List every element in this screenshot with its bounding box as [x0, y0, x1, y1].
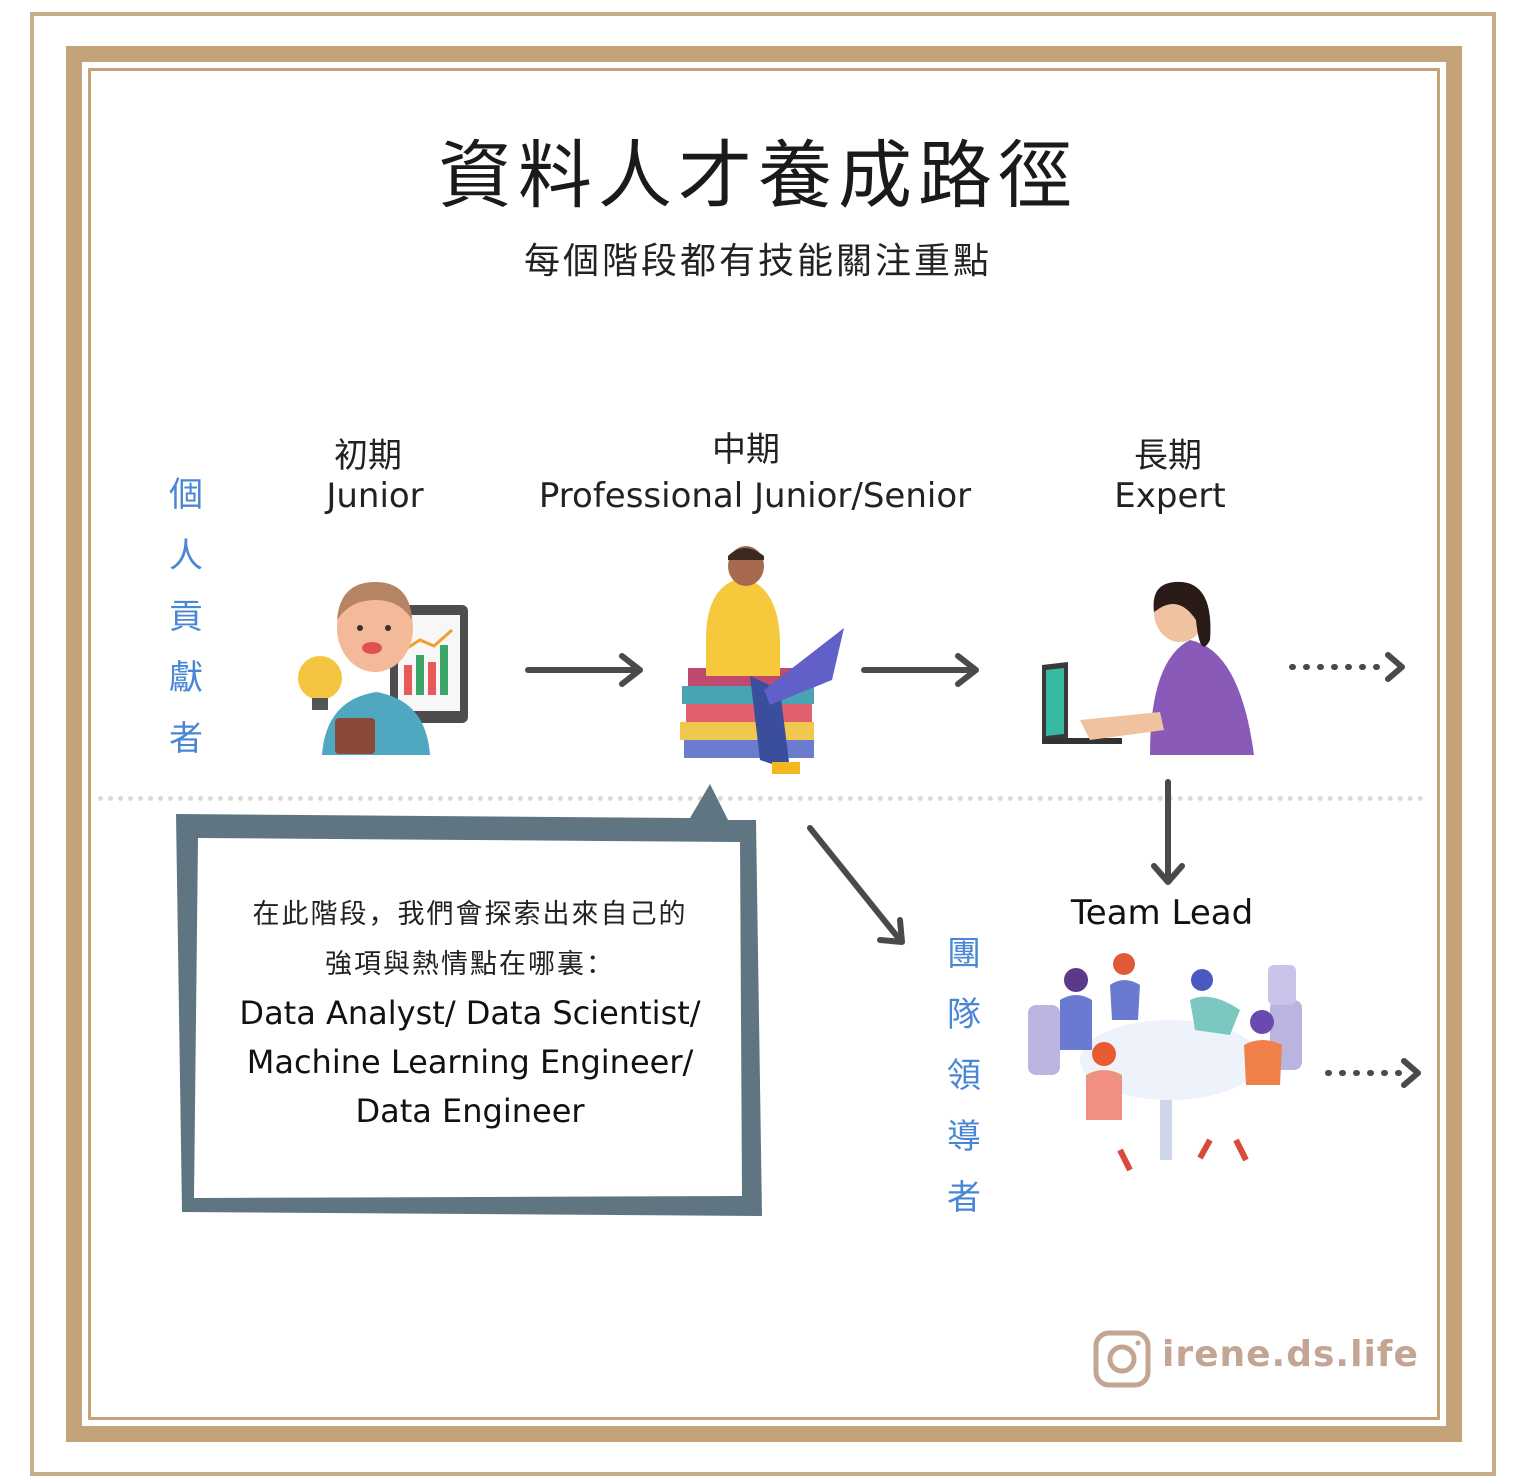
callout-roles: Data Analyst/ Data Scientist/ Machine Le…: [239, 994, 701, 1130]
junior-illustration: [298, 582, 468, 755]
team-lead-label: Team Lead: [1070, 893, 1254, 933]
arrow-mid-to-expert: [861, 653, 979, 687]
team-meeting-illustration: [1028, 953, 1302, 1172]
outer-frame: [30, 12, 1496, 1476]
stage-mid-zh: 中期: [712, 430, 780, 470]
stage-expert-en: Expert: [1114, 476, 1226, 516]
inner-frame-thin: [88, 68, 1440, 1420]
brand-handle: irene.ds.life: [1162, 1334, 1419, 1375]
arrow-expert-continue: [1289, 652, 1405, 682]
callout-box: [176, 784, 762, 1216]
arrow-junior-to-mid: [525, 653, 643, 687]
arrow-team-continue: [1325, 1058, 1421, 1088]
track-divider: [98, 796, 1424, 801]
professional-illustration: [680, 546, 844, 774]
page-subtitle: 每個階段都有技能關注重點: [523, 241, 992, 282]
team-leader-label: 團 隊 領 導 者: [947, 934, 981, 1218]
expert-illustration: [1042, 581, 1254, 755]
stage-expert-zh: 長期: [1134, 436, 1202, 476]
stage-junior-en: Junior: [326, 476, 424, 516]
page-title: 資料人才養成路徑: [438, 133, 1078, 219]
individual-contributor-label: 個 人 貢 獻 者: [169, 475, 203, 759]
arrow-expert-to-teamlead: [1151, 779, 1185, 885]
arrow-mid-to-team: [807, 825, 905, 945]
stage-mid-en: Professional Junior/Senior: [538, 476, 972, 516]
callout-text-zh: 在此階段，我們會探索出來自己的 強項與熱情點在哪裏：: [252, 899, 688, 980]
stage-junior-zh: 初期: [334, 436, 402, 476]
instagram-icon: [1093, 1330, 1151, 1388]
inner-frame: [78, 58, 1450, 1430]
